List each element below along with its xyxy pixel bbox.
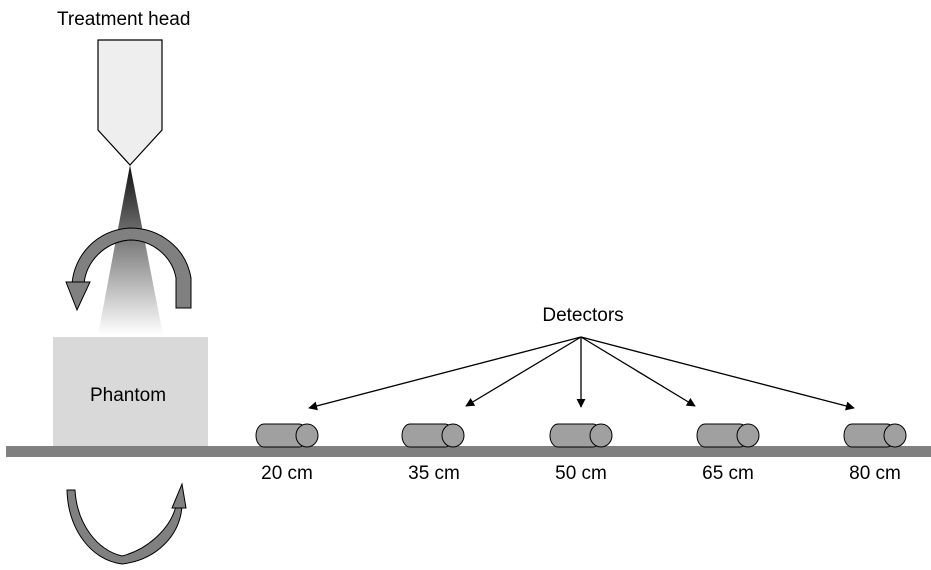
detectors-label: Detectors [542,305,624,326]
couch-rotation-arrowhead [171,482,187,509]
detector-65cm [696,423,760,448]
detector-distance-label: 20 cm [261,463,313,484]
detector-distance-label: 35 cm [408,463,460,484]
table-rail [6,446,931,457]
treatment-head-label: Treatment head [57,9,191,30]
pointer-arrow-80cm [580,336,855,411]
phantom-label: Phantom [89,385,167,406]
pointer-arrow-35cm [465,336,582,407]
gantry-rotation-arrow [71,227,192,309]
radiation-beam [98,165,163,335]
detector-pointers [308,336,855,411]
detector-80cm [843,423,907,448]
detector-distance-label: 65 cm [702,463,754,484]
detector-35cm [401,423,465,448]
detector-distance-label: 50 cm [555,463,607,484]
pointer-arrow-20cm [308,336,582,411]
detector-20cm [255,423,319,448]
pointer-arrow-65cm [580,336,696,407]
gantry-rotation-arrowhead [65,281,91,312]
detector-50cm [549,423,613,448]
treatment-head [97,39,163,166]
phantom [53,337,208,447]
couch-rotation-arrow [66,489,183,565]
detector-distance-label: 80 cm [849,463,901,484]
